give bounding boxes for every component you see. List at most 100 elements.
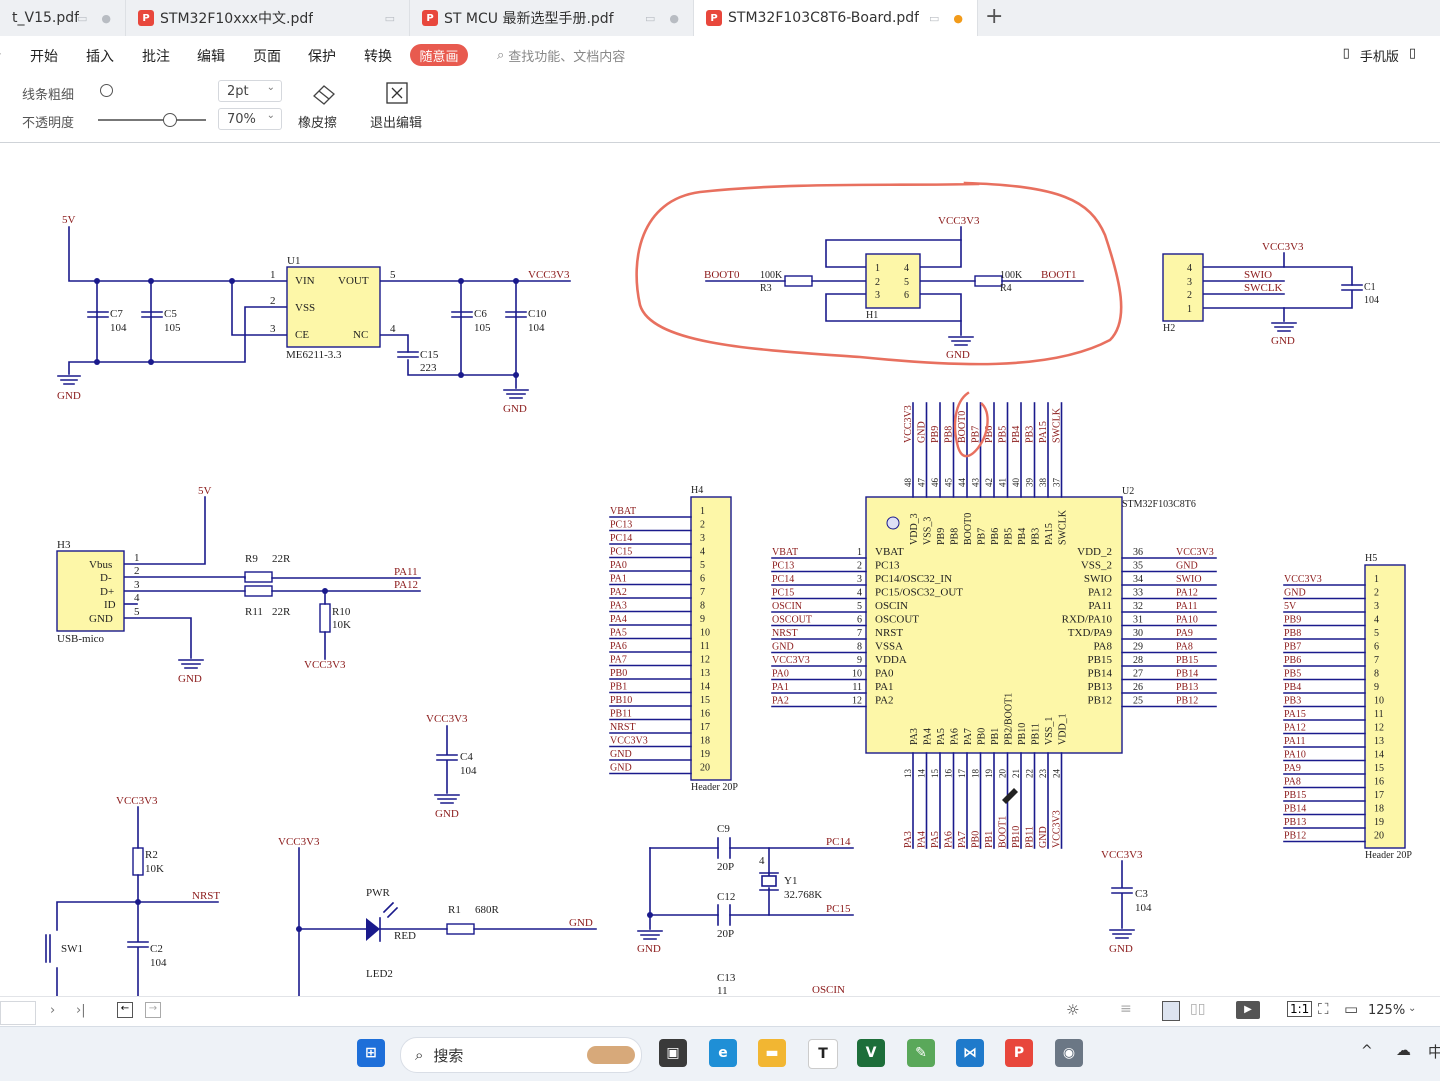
pin-icon[interactable]: ▭ [384,11,395,25]
keil-icon[interactable]: V [857,1039,885,1067]
menu-item-page[interactable]: 页面 [253,49,281,65]
actual-size-icon[interactable]: 1:1 [1287,1001,1313,1017]
enter-view-icon[interactable]: → [145,1002,161,1018]
exit-view-icon[interactable]: ← [117,1002,133,1018]
page-number-input[interactable] [0,1001,36,1025]
tab-1[interactable]: t_V15.pdf ▭● [0,0,126,36]
mcu-bottom-pin-number: 22 [1025,769,1035,778]
command-search[interactable]: ⌕ 查找功能、文档内容 [497,46,625,65]
network-icon[interactable]: ☁ [1396,1041,1411,1059]
svg-text:100K: 100K [1000,270,1023,281]
svg-text:U1: U1 [287,255,300,267]
windows-start-icon[interactable]: ⊞ [357,1039,385,1067]
menu-item-insert[interactable]: 插入 [86,49,114,65]
menu-prev-icon[interactable]: › [0,46,2,62]
svg-text:20P: 20P [717,861,734,873]
close-dot-icon[interactable]: ● [101,11,111,25]
language-icon[interactable]: 中 [1428,1043,1440,1061]
menu-item-protect[interactable]: 保护 [308,49,336,65]
svg-text:6: 6 [904,290,909,301]
scroll-mode-icon[interactable]: ≡ [1120,1001,1132,1017]
h4-net-label: VBAT [610,506,636,517]
svg-text:C9: C9 [717,823,730,835]
h5-net-label: PB13 [1284,817,1306,828]
chevron-down-icon[interactable]: ⌄ [1408,1003,1417,1014]
chevron-up-icon[interactable]: ^ [1361,1043,1373,1059]
menu-item-freehand[interactable]: 随意画 [410,44,468,66]
svg-text:4: 4 [904,263,909,274]
pin-icon[interactable]: ▭ [928,11,940,25]
power-part-labels: U1 ME6211-3.3 VIN VOUT VSS CE NC 1 2 3 4… [110,255,547,374]
mcu-bottom-pin-number: 19 [984,769,994,779]
svg-text:LED2: LED2 [366,968,393,980]
h2-swd-header [1162,253,1204,322]
h5-net-label: PA11 [1284,736,1306,747]
double-page-icon[interactable]: ▯▯ [1190,1001,1206,1017]
opacity-slider-track[interactable] [98,119,206,121]
exit-edit-icon[interactable] [386,82,408,104]
pin-icon[interactable]: ▭ [76,11,88,25]
typora-icon[interactable]: T [808,1039,838,1069]
eraser-icon[interactable] [310,82,338,106]
fit-page-icon[interactable]: ⛶ [1318,1000,1329,1018]
mcu-top-pin-number: 46 [930,478,940,488]
h4-pin-number: 3 [700,533,705,544]
save-icon[interactable]: ▯ [1342,46,1350,61]
mcu-left-pin-name: PA0 [875,668,894,680]
modified-dot-icon[interactable]: ● [953,11,963,25]
wps-pdf-icon[interactable]: P [1005,1039,1033,1067]
svg-text:OSCIN: OSCIN [812,984,845,996]
mcu-bottom-pin-name: PA3 [909,728,920,745]
play-icon[interactable]: ▶ [1236,1001,1260,1019]
paint-icon[interactable]: ✎ [907,1039,935,1067]
tab-4-active[interactable]: P STM32F103C8T6-Board.pdf ▭● [694,0,978,36]
more-icon[interactable]: ▯ [1408,46,1416,61]
close-dot-icon[interactable]: ● [669,11,679,25]
line-width-select[interactable]: 2pt⌄ [218,80,282,102]
mcu-top-net: PB5 [998,426,1009,443]
eraser-label[interactable]: 橡皮擦 [298,116,338,131]
mcu-top-pin-name: PB5 [1004,528,1015,545]
task-view-icon[interactable]: ▣ [659,1039,687,1067]
h5-name: H5 [1365,553,1377,564]
vscode-icon[interactable]: ⋈ [956,1039,984,1067]
tab-icons: ▭● [77,12,111,25]
mcu-top-net: VCC3V3 [903,405,914,443]
file-explorer-icon[interactable]: ▬ [758,1039,786,1067]
single-page-icon[interactable] [1162,1001,1180,1021]
freehand-annotation-boot0[interactable] [953,391,989,458]
freehand-annotation-circle[interactable] [635,181,1123,366]
menu-item-annotate[interactable]: 批注 [142,49,170,65]
edge-browser-icon[interactable]: e [709,1039,737,1067]
windows-taskbar: ⊞ ⌕ 搜索 ▣ e ▬ T V ✎ ⋈ P ◉ ^ ☁ 中 [0,1026,1440,1081]
svg-text:1: 1 [875,263,880,274]
mcu-left-pin-name: OSCIN [875,600,908,612]
svg-text:SWCLK: SWCLK [1244,282,1283,294]
menu-item-convert[interactable]: 转换 [364,49,392,65]
add-tab-icon[interactable]: + [985,4,1004,29]
last-page-icon[interactable]: ›| [76,1003,86,1018]
mobile-version-button[interactable]: 手机版 [1359,50,1399,65]
tab-3[interactable]: P ST MCU 最新选型手册.pdf ▭● [410,0,694,36]
taskbar-search[interactable]: ⌕ 搜索 [400,1037,642,1073]
opacity-slider-thumb[interactable] [163,113,177,127]
mcu-left-pin-name: VSSA [875,641,903,653]
exit-edit-label[interactable]: 退出编辑 [370,116,423,131]
mcu-top-pin-number: 40 [1011,478,1021,488]
eye-protect-icon[interactable]: ☼ [1066,1001,1080,1019]
menu-item-edit[interactable]: 编辑 [197,49,225,65]
svg-text:Vbus: Vbus [89,559,112,571]
fit-width-icon[interactable]: ▭ [1344,1000,1359,1018]
tab-2[interactable]: P STM32F10xxx中文.pdf ▭ [126,0,410,36]
menu-item-start[interactable]: 开始 [30,49,58,65]
zoom-level[interactable]: 125% [1368,1003,1406,1018]
document-canvas[interactable]: 5V VCC3V3 GND GND U1 ME6211-3.3 VIN VOUT… [0,146,1440,996]
camera-icon[interactable]: ◉ [1055,1039,1083,1067]
mcu-left-net: PC13 [772,561,794,572]
opacity-select[interactable]: 70%⌄ [218,108,282,130]
next-page-icon[interactable]: › [50,1003,56,1018]
pin-icon[interactable]: ▭ [644,11,656,25]
mcu-left-pin-name: PC15/OSC32_OUT [875,587,963,599]
svg-text:4: 4 [134,592,140,604]
